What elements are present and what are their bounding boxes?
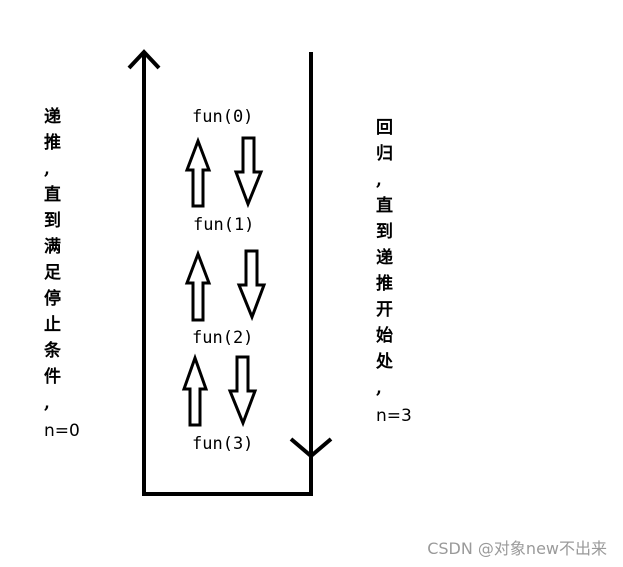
note-char: 回 xyxy=(376,118,393,138)
note-char: 条 xyxy=(44,341,61,361)
frame-label-fun-1: fun(1) xyxy=(193,215,255,235)
note-char: , xyxy=(44,393,50,413)
note-char: 始 xyxy=(376,326,393,346)
note-char: 件 xyxy=(44,367,61,387)
note-char: 递 xyxy=(376,248,393,268)
up-arrow-2 xyxy=(184,249,212,322)
recursion-direction-arrowhead xyxy=(289,437,333,459)
frame-label-fun-3: fun(3) xyxy=(192,434,254,454)
frame-label-fun-0: fun(0) xyxy=(192,107,254,127)
note-n-value: n=0 xyxy=(44,421,80,441)
note-char: 满 xyxy=(44,237,61,257)
down-arrow-2 xyxy=(236,249,267,322)
note-char: 推 xyxy=(44,133,61,153)
up-arrow-3 xyxy=(181,353,209,427)
frame-label-fun-2: fun(2) xyxy=(192,328,254,348)
note-char: 递 xyxy=(44,107,61,127)
note-char: , xyxy=(376,170,382,190)
recursion-return-note: 回 归 , 直 到 递 推 开 始 处 , n=3 xyxy=(376,115,416,429)
note-char: , xyxy=(44,159,50,179)
down-arrow-1 xyxy=(233,136,264,209)
recursion-descent-note: 递 推 , 直 到 满 足 停 止 条 件 , n=0 xyxy=(44,104,84,444)
note-char: , xyxy=(376,378,382,398)
note-char: 止 xyxy=(44,315,61,335)
note-char: 归 xyxy=(376,144,393,164)
note-char: 到 xyxy=(376,222,393,242)
note-char: 推 xyxy=(376,274,393,294)
note-char: 停 xyxy=(44,289,61,309)
note-char: 处 xyxy=(376,352,393,372)
stack-frame-outline xyxy=(142,52,313,496)
down-arrow-3 xyxy=(227,355,258,428)
note-char: 直 xyxy=(44,185,61,205)
note-n-value: n=3 xyxy=(376,406,412,426)
source-watermark: CSDN @对象new不出来 xyxy=(427,539,607,558)
up-arrow-1 xyxy=(184,136,212,208)
note-char: 开 xyxy=(376,300,393,320)
note-char: 足 xyxy=(44,263,61,283)
note-char: 到 xyxy=(44,211,61,231)
return-direction-arrowhead xyxy=(127,49,161,70)
note-char: 直 xyxy=(376,196,393,216)
